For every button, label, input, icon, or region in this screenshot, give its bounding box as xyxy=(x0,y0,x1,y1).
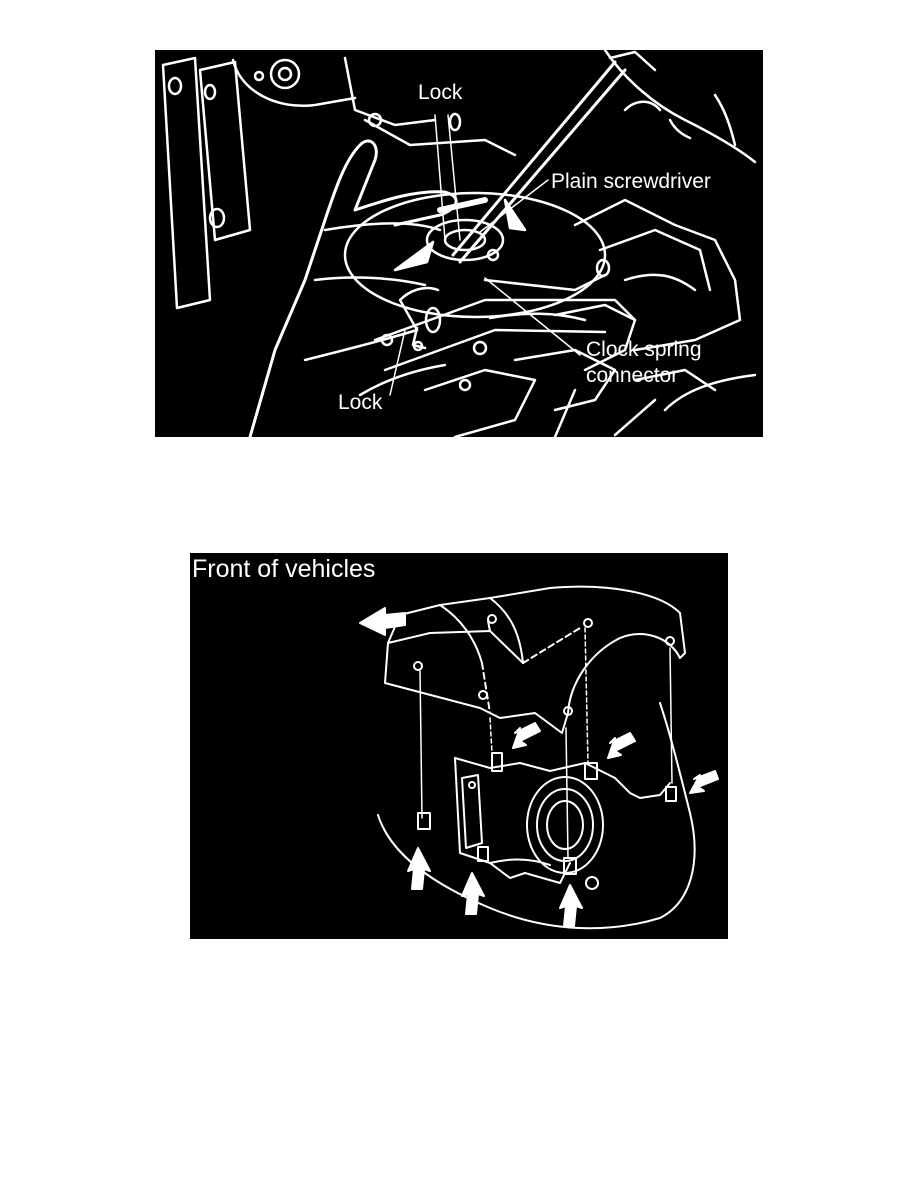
front-direction-arrow xyxy=(359,607,406,636)
label-plain-screwdriver: Plain screwdriver xyxy=(551,170,711,193)
clock-spring-removal-diagram: Lock Plain screwdriver Clock spring conn… xyxy=(155,50,763,437)
column-cover-diagram: Front of vehicles xyxy=(190,553,728,939)
rotation-arrow-right xyxy=(503,198,527,232)
hand-outline xyxy=(248,139,458,437)
column-cover-illustration xyxy=(359,585,719,930)
clip-arrow xyxy=(512,722,541,749)
label-lock-lower: Lock xyxy=(338,391,383,414)
clock-spring-illustration xyxy=(161,50,757,437)
rotation-arrow-left xyxy=(393,240,435,272)
label-clock-spring-line1: Clock spring xyxy=(586,338,702,361)
lower-column-cover xyxy=(377,702,696,930)
clock-spring-disc xyxy=(343,191,607,319)
label-front-of-vehicles: Front of vehicles xyxy=(192,555,376,583)
label-lock-upper: Lock xyxy=(418,81,463,104)
left-bracket-plate xyxy=(161,56,212,310)
upper-column-cover xyxy=(384,585,686,734)
label-clock-spring-line2: connector xyxy=(586,364,679,387)
top-bolt xyxy=(269,58,301,90)
